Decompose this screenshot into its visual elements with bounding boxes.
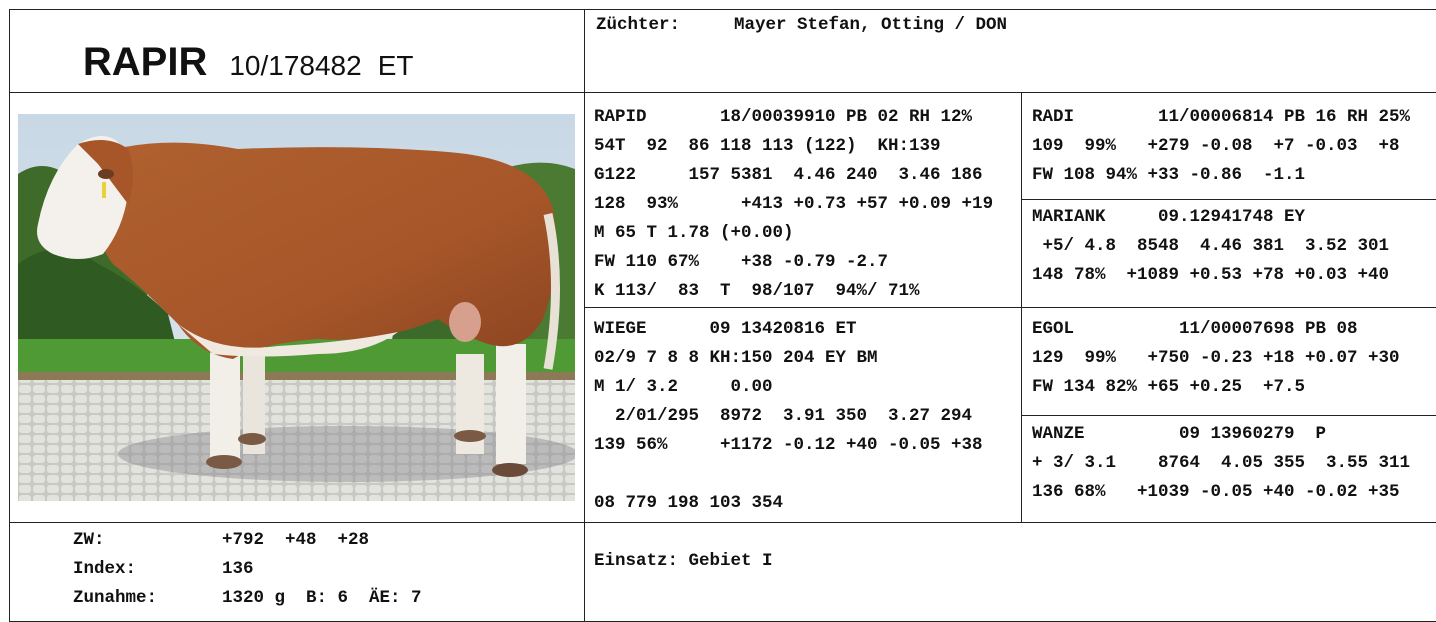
bull-tag: ET [377,50,414,81]
zunahme-label: Zunahme: [73,588,158,608]
sire-sire-line-2: 109 99% +279 -0.08 +7 -0.03 +8 [1032,136,1400,156]
index-label: Index: [73,559,137,579]
breeder-label: Züchter: [596,15,681,35]
dam-dam-line-3: 136 68% +1039 -0.05 +40 -0.02 +35 [1032,482,1400,502]
sire-line-7: K 113/ 83 T 98/107 94%/ 71% [594,281,920,301]
breeder-value: Mayer Stefan, Otting / DON [734,15,1008,35]
zw-value: +792 +48 +28 [222,530,370,550]
sire-line-6: FW 110 67% +38 -0.79 -2.7 [594,252,889,272]
sire-line-5: M 65 T 1.78 (+0.00) [594,223,794,243]
dam-sire-line-1: EGOL 11/00007698 PB 08 [1032,319,1358,339]
bull-reg-number: 10/178482 [229,50,362,81]
bull-name: RAPIR [82,40,208,84]
bull-title: RAPIR 10/178482 ET [74,22,414,85]
sire-line-2: 54T 92 86 118 113 (122) KH:139 [594,136,941,156]
dam-dam-line-2: + 3/ 3.1 8764 4.05 355 3.55 311 [1032,453,1411,473]
dam-sire-line-2: 129 99% +750 -0.23 +18 +0.07 +30 [1032,348,1400,368]
dam-line-1: WIEGE 09 13420816 ET [594,319,857,339]
index-value: 136 [222,559,254,579]
sire-dam-line-1: MARIANK 09.12941748 EY [1032,207,1306,227]
dam-dam-line-1: WANZE 09 13960279 P [1032,424,1327,444]
zunahme-value: 1320 g B: 6 ÄE: 7 [222,588,422,608]
dam-line-2: 02/9 7 8 8 KH:150 204 EY BM [594,348,878,368]
dam-footer-number: 08 779 198 103 354 [594,493,784,513]
dam-line-5: 139 56% +1172 -0.12 +40 -0.05 +38 [594,435,983,455]
sire-dam-line-3: 148 78% +1089 +0.53 +78 +0.03 +40 [1032,265,1390,285]
dam-line-3: M 1/ 3.2 0.00 [594,377,773,397]
sire-line-3: G122 157 5381 4.46 240 3.46 186 [594,165,983,185]
dam-sire-line-3: FW 134 82% +65 +0.25 +7.5 [1032,377,1306,397]
breeder-box [584,9,1436,93]
sire-sire-line-3: FW 108 94% +33 -0.86 -1.1 [1032,165,1306,185]
zw-label: ZW: [73,530,105,550]
sire-line-1: RAPID 18/00039910 PB 02 RH 12% [594,107,973,127]
sire-line-4: 128 93% +413 +0.73 +57 +0.09 +19 [594,194,994,214]
bull-photo [18,114,575,501]
dam-line-4: 2/01/295 8972 3.91 350 3.27 294 [594,406,973,426]
sire-dam-line-2: +5/ 4.8 8548 4.46 381 3.52 301 [1032,236,1390,256]
einsatz-text: Einsatz: Gebiet I [594,551,773,571]
sire-sire-line-1: RADI 11/00006814 PB 16 RH 25% [1032,107,1411,127]
